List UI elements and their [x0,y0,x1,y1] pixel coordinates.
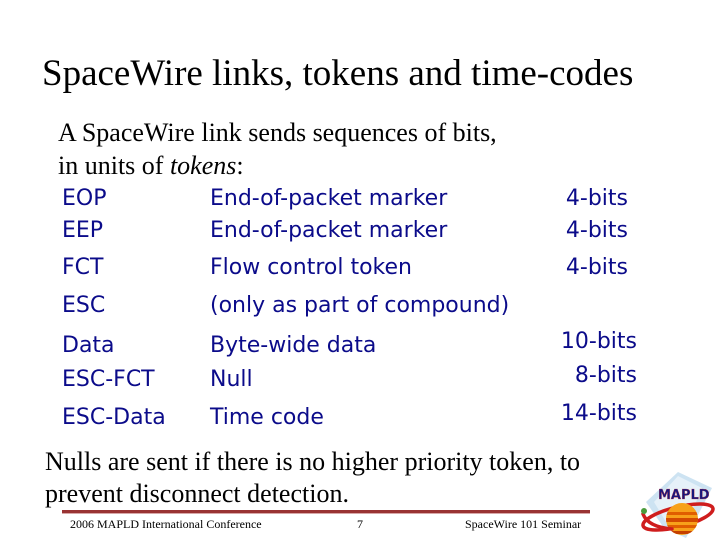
token-description: Flow control token [210,255,412,280]
note-line1: Nulls are sent if there is no higher pri… [45,447,581,476]
note-paragraph: Nulls are sent if there is no higher pri… [45,446,580,510]
token-name: EEP [62,218,104,243]
token-row-esc: ESC (only as part of compound) [62,293,637,321]
token-name: EOP [62,186,107,211]
token-description: End-of-packet marker [210,186,448,211]
token-bits: 4-bits [565,218,628,243]
intro-paragraph: A SpaceWire link sends sequences of bits… [58,116,497,182]
token-description: Time code [210,405,324,430]
token-name: FCT [62,255,104,280]
footer-divider [62,510,590,514]
token-description: End-of-packet marker [210,218,448,243]
logo-text: MAPLD [658,488,710,503]
mapld-logo: MAPLD [641,472,715,538]
token-description: Null [210,367,253,392]
intro-line2-suffix: : [236,151,244,180]
intro-line1: A SpaceWire link sends sequences of bits… [58,118,497,147]
token-bits: 4-bits [565,255,628,280]
logo-planet-stripes [666,512,698,534]
footer-page-number: 7 [357,517,363,531]
intro-tokens-italic: tokens [169,151,237,180]
token-bits: 10-bits [560,329,637,354]
intro-line2-prefix: in units of [58,151,170,180]
token-row-esc-data: ESC-Data Time code 14-bits [62,401,637,433]
footer-conference-label: 2006 MAPLD International Conference [70,517,262,531]
token-bits: 14-bits [560,401,637,426]
token-name: ESC-FCT [62,367,155,392]
slide-title: SpaceWire links, tokens and time-codes [42,53,634,94]
footer-seminar-label: SpaceWire 101 Seminar [465,517,582,531]
token-bits: 8-bits [574,363,637,388]
token-name: Data [62,333,115,358]
logo-comet [641,508,647,514]
token-row-data: Data Byte-wide data 10-bits [62,329,637,361]
token-row-eep: EEP End-of-packet marker 4-bits [62,218,637,246]
token-row-eop: EOP End-of-packet marker 4-bits [62,186,637,214]
token-name: ESC-Data [62,405,166,430]
logo-kite-highlight [654,476,702,530]
token-bits: 4-bits [565,186,628,211]
token-row-fct: FCT Flow control token 4-bits [62,255,637,283]
token-name: ESC [62,293,106,318]
token-row-esc-fct: ESC-FCT Null 8-bits [62,363,637,395]
logo-orbit-front-arc [641,512,674,531]
token-description: Byte-wide data [210,333,377,358]
note-line2: prevent disconnect detection. [45,479,349,508]
token-description: (only as part of compound) [210,293,510,318]
